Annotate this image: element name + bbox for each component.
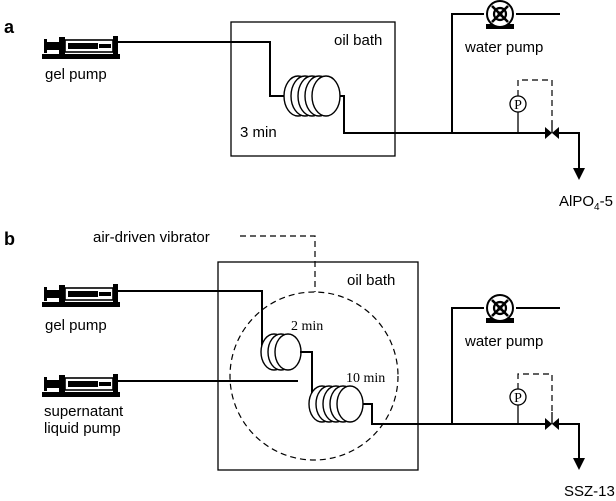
gel-pump-a-label: gel pump	[45, 66, 107, 83]
time-b2-label: 10 min	[346, 371, 385, 386]
reactor-coil-b1	[260, 333, 302, 371]
vibrator-label: air-driven vibrator	[93, 229, 210, 246]
product-a-label: AlPO4-5	[559, 193, 613, 213]
reactor-coil-b2	[308, 385, 364, 423]
gauge-b-label: P	[514, 391, 522, 406]
back-pressure-valve-b-icon	[544, 411, 560, 431]
vibrator-zone	[229, 291, 399, 461]
gel-pump-b-icon	[41, 283, 121, 308]
control-line-a	[517, 79, 553, 121]
supernatant-pump-icon	[41, 373, 121, 398]
panel-b-label: b	[4, 229, 15, 249]
oil-bath-b-box	[217, 261, 419, 471]
tube-b-gel	[118, 290, 263, 347]
panel-a-label: a	[4, 17, 15, 37]
water-pump-a-icon	[484, 0, 516, 31]
tube-a-water	[451, 13, 484, 133]
supernatant-pump-label-2: liquid pump	[44, 420, 121, 437]
oil-bath-b-label: oil bath	[347, 272, 395, 289]
tube-b-water	[451, 307, 484, 424]
time-a-label: 3 min	[240, 124, 277, 141]
tube-b-outlet	[363, 403, 546, 425]
panel-b: b air-driven vibrator gel pump supernata…	[4, 229, 615, 500]
water-pump-b-icon	[484, 293, 516, 325]
control-line-b	[517, 373, 553, 412]
oil-bath-a-label: oil bath	[334, 32, 382, 49]
product-b-label: SSZ-13	[564, 483, 615, 500]
supernatant-pump-label-1: supernatant	[44, 403, 124, 420]
water-pump-b-label: water pump	[464, 333, 543, 350]
outlet-arrow-b-icon	[573, 458, 585, 470]
time-b1-label: 2 min	[291, 319, 323, 334]
tube-a-outlet	[340, 95, 548, 134]
panel-a: a gel pump oil bath 3 min water pump P	[4, 0, 613, 213]
tube-a-inlet	[118, 41, 285, 97]
outlet-arrow-a-icon	[573, 168, 585, 180]
reactor-coil-a	[283, 75, 341, 117]
back-pressure-valve-a-icon	[544, 120, 560, 140]
water-pump-a-label: water pump	[464, 39, 543, 56]
gauge-a-label: P	[514, 98, 522, 113]
oil-bath-a-box	[230, 21, 396, 157]
vibrator-line	[240, 235, 316, 292]
gel-pump-b-label: gel pump	[45, 317, 107, 334]
gel-pump-a-icon	[41, 35, 121, 60]
